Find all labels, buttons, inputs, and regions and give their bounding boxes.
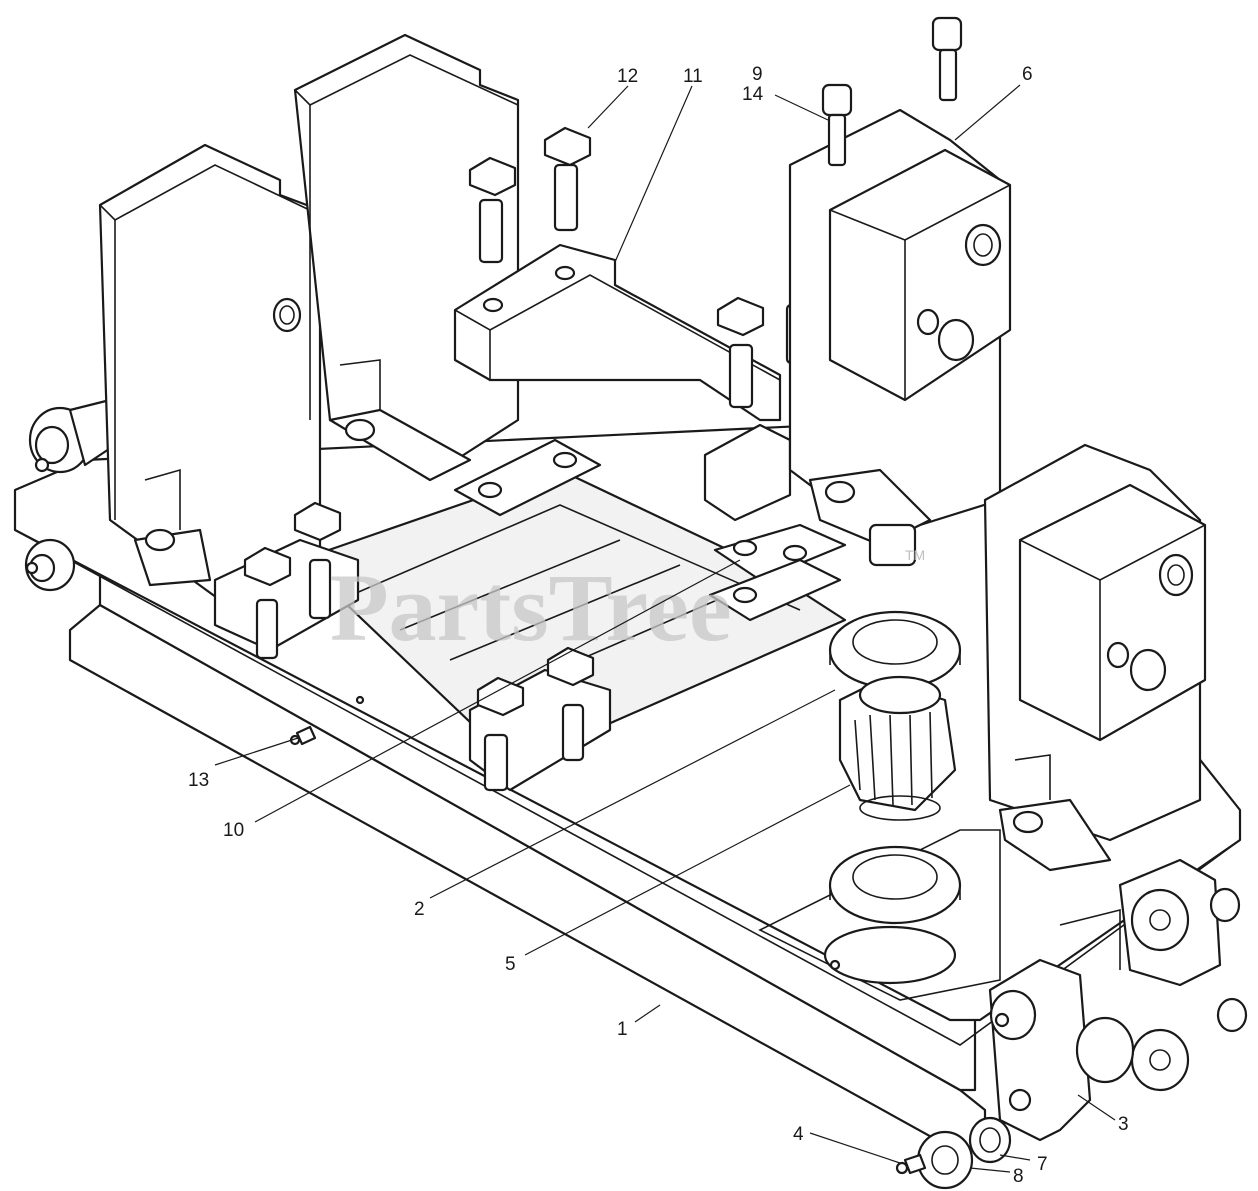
bracket-11 bbox=[453, 243, 792, 522]
callout-14: 14 bbox=[742, 84, 764, 105]
callout-7: 7 bbox=[1037, 1154, 1048, 1175]
callout-4: 4 bbox=[793, 1124, 804, 1145]
bolt-block-left bbox=[213, 501, 360, 660]
callout-13: 13 bbox=[188, 770, 209, 791]
roller-carriage-3 bbox=[916, 858, 1248, 1190]
callout-6: 6 bbox=[1022, 64, 1033, 85]
callout-12: 12 bbox=[617, 66, 638, 87]
callout-2: 2 bbox=[414, 899, 425, 920]
callout-1: 1 bbox=[617, 1019, 628, 1040]
callout-8: 8 bbox=[1013, 1166, 1024, 1187]
valve-6 bbox=[788, 108, 1012, 567]
callout-3: 3 bbox=[1118, 1114, 1129, 1135]
watermark-tm: TM bbox=[905, 547, 925, 563]
valve-front-right bbox=[983, 443, 1207, 872]
left-rollers bbox=[24, 398, 117, 592]
callout-11: 11 bbox=[683, 66, 703, 87]
screws-9-14 bbox=[821, 16, 963, 167]
shim-plates-10 bbox=[453, 438, 847, 622]
callout-5: 5 bbox=[505, 954, 516, 975]
watermark: PartsTree bbox=[330, 554, 732, 661]
seal-ring-lower bbox=[828, 845, 962, 925]
pinion-gear bbox=[838, 675, 957, 821]
leader-lines bbox=[214, 84, 1116, 1173]
callout-9: 9 bbox=[752, 64, 763, 85]
valve-left-front bbox=[98, 143, 322, 602]
callout-10: 10 bbox=[223, 820, 244, 841]
grease-fittings bbox=[289, 725, 927, 1175]
